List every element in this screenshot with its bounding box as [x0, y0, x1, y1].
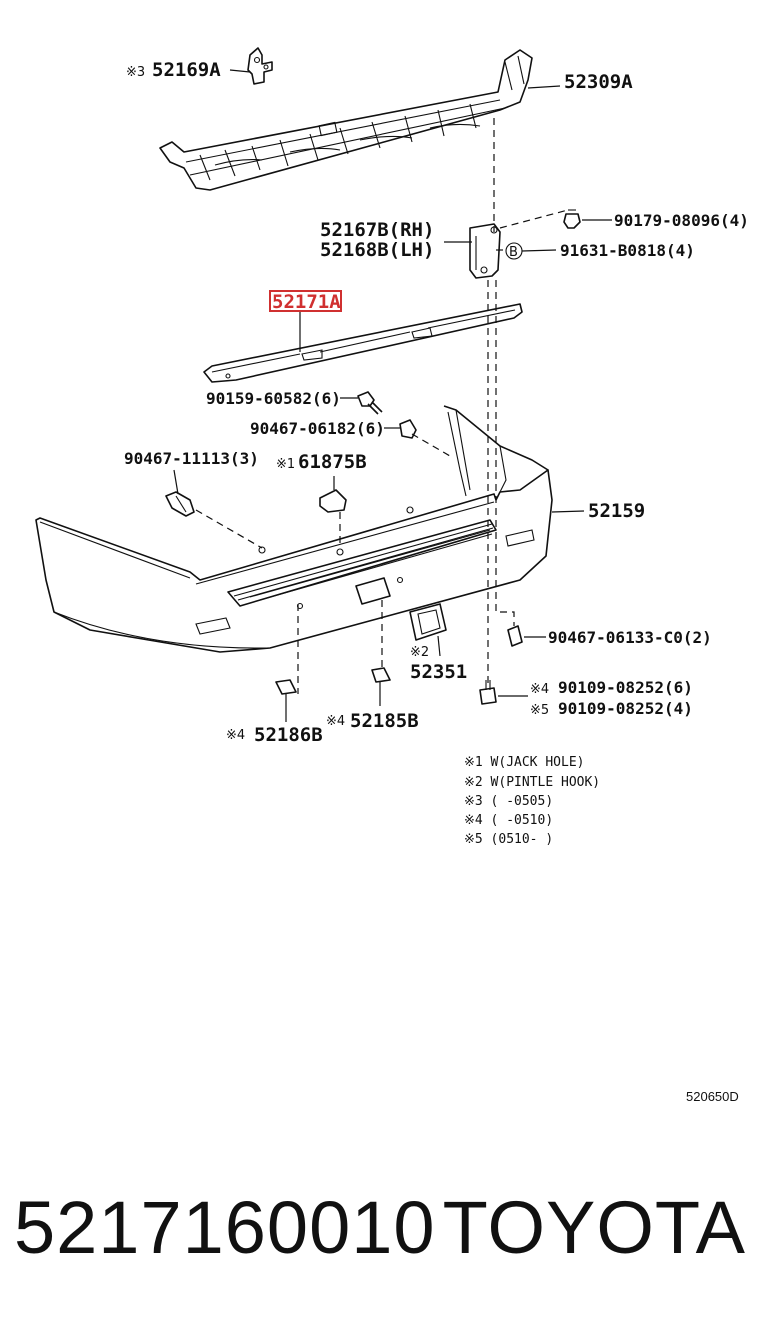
nut-90179-drawing [563, 209, 581, 229]
retainer-52185b-drawing [371, 667, 391, 683]
bolt-90109-drawing [479, 680, 497, 705]
label-90109-a[interactable]: 90109-08252(6) [558, 678, 693, 697]
label-90109-b-mark: ※5 [530, 703, 549, 718]
label-91631-b: B [509, 245, 518, 260]
note-line: ※5 (0510- ) [464, 832, 553, 847]
cover-52351-drawing [409, 603, 447, 641]
reinforcement-52309a-drawing [159, 49, 533, 191]
note-line: ※4 ( -0510) [464, 813, 553, 828]
label-52171a[interactable]: 52171A [272, 291, 341, 313]
label-91631[interactable]: 91631-B0818(4) [560, 241, 695, 260]
notes-legend: ※1 W(JACK HOLE) ※2 W(PINTLE HOOK) ※3 ( -… [464, 755, 600, 847]
label-52169a[interactable]: 52169A [152, 59, 221, 81]
label-52169a-mark: ※3 [126, 65, 145, 80]
brand-name: TOYOTA [442, 1186, 746, 1269]
screw-90159-drawing [357, 391, 383, 415]
bumper-52159-drawing [35, 405, 553, 653]
note-line: ※3 ( -0505) [464, 794, 553, 809]
label-52309a[interactable]: 52309A [564, 71, 633, 93]
label-90467-06133[interactable]: 90467-06133-C0(2) [548, 628, 712, 647]
clip-90467-06133-drawing [507, 625, 523, 647]
bracket-52169a-drawing [247, 47, 273, 85]
note-line: ※1 W(JACK HOLE) [464, 755, 584, 770]
label-52186b[interactable]: 52186B [254, 724, 323, 746]
label-52159[interactable]: 52159 [588, 500, 645, 522]
footer: 5217160010 TOYOTA [0, 1185, 760, 1295]
label-90467-06182[interactable]: 90467-06182(6) [250, 419, 385, 438]
label-90179[interactable]: 90179-08096(4) [614, 211, 749, 230]
label-61875b[interactable]: 61875B [298, 451, 367, 473]
clip-90467-11113-drawing [165, 491, 195, 517]
retainer-52186b-drawing [275, 679, 297, 695]
diagram-code: 520650D [686, 1089, 739, 1104]
part-number: 5217160010 [14, 1186, 436, 1269]
label-90109-b[interactable]: 90109-08252(4) [558, 699, 693, 718]
clip-90467-06182-drawing [399, 419, 417, 439]
label-90109-a-mark: ※4 [530, 682, 549, 697]
step-pad-52171a-drawing [203, 303, 523, 383]
label-52186b-mark: ※4 [226, 728, 245, 743]
label-52185b-mark: ※4 [326, 714, 345, 729]
label-52185b[interactable]: 52185B [350, 710, 419, 732]
bracket-52167b-drawing [469, 223, 501, 279]
label-90159[interactable]: 90159-60582(6) [206, 389, 341, 408]
label-90467-11113[interactable]: 90467-11113(3) [124, 449, 259, 468]
label-52351[interactable]: 52351 [410, 661, 467, 683]
highlight-box [269, 290, 342, 312]
label-52168b[interactable]: 52168B(LH) [320, 239, 434, 261]
cap-61875b-drawing [319, 489, 347, 513]
label-61875b-mark: ※1 [276, 457, 295, 472]
label-52167b[interactable]: 52167B(RH) [320, 219, 434, 241]
note-line: ※2 W(PINTLE HOOK) [464, 775, 600, 790]
label-52351-mark: ※2 [410, 645, 429, 660]
